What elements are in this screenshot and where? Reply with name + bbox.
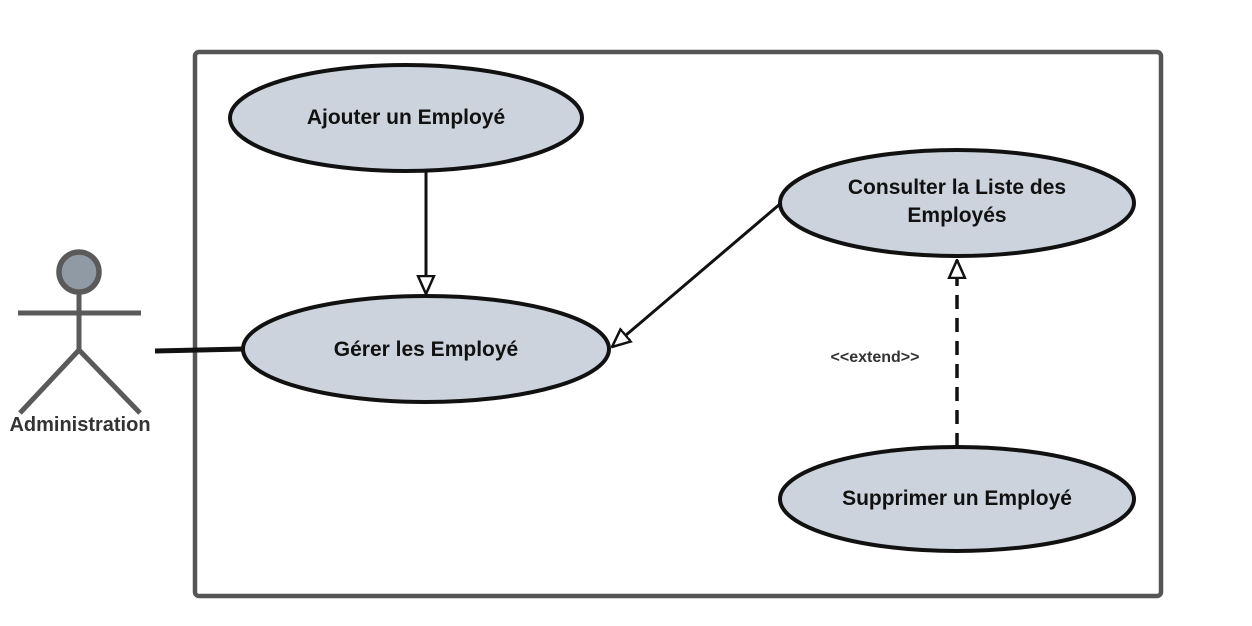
usecase-gerer-ellipse: [241, 294, 611, 404]
actor-administration[interactable]: Administration: [9, 249, 151, 436]
usecase-ajouter-ellipse: [228, 63, 584, 173]
stick-figure-actor-icon: [18, 249, 142, 415]
usecase-supprimer-employe[interactable]: Supprimer un Employé: [778, 445, 1136, 553]
usecase-ajouter-employe[interactable]: Ajouter un Employé: [228, 63, 584, 173]
actor-head: [56, 249, 102, 295]
extend-stereotype-label: <<extend>>: [831, 349, 920, 366]
usecase-consulter-label-line1: Consulter la Liste des: [848, 176, 1066, 199]
usecase-gerer-label: Gérer les Employé: [334, 338, 518, 361]
usecase-ajouter-label: Ajouter un Employé: [307, 106, 505, 129]
usecase-gerer-employes[interactable]: Gérer les Employé: [241, 294, 611, 404]
generalization-consulter-to-gerer: [612, 202, 781, 347]
actor-association-line: [154, 346, 245, 354]
usecase-supprimer-ellipse: [778, 445, 1136, 553]
usecase-consulter-ellipse: [778, 148, 1136, 258]
usecase-supprimer-label: Supprimer un Employé: [842, 487, 1072, 510]
usecase-consulter-liste[interactable]: Consulter la Liste des Employés: [778, 148, 1136, 258]
actor-left-leg: [18, 348, 81, 415]
actor-label: Administration: [9, 414, 150, 436]
actor-right-leg: [77, 348, 142, 415]
usecase-consulter-label-line2: Employés: [907, 204, 1006, 227]
